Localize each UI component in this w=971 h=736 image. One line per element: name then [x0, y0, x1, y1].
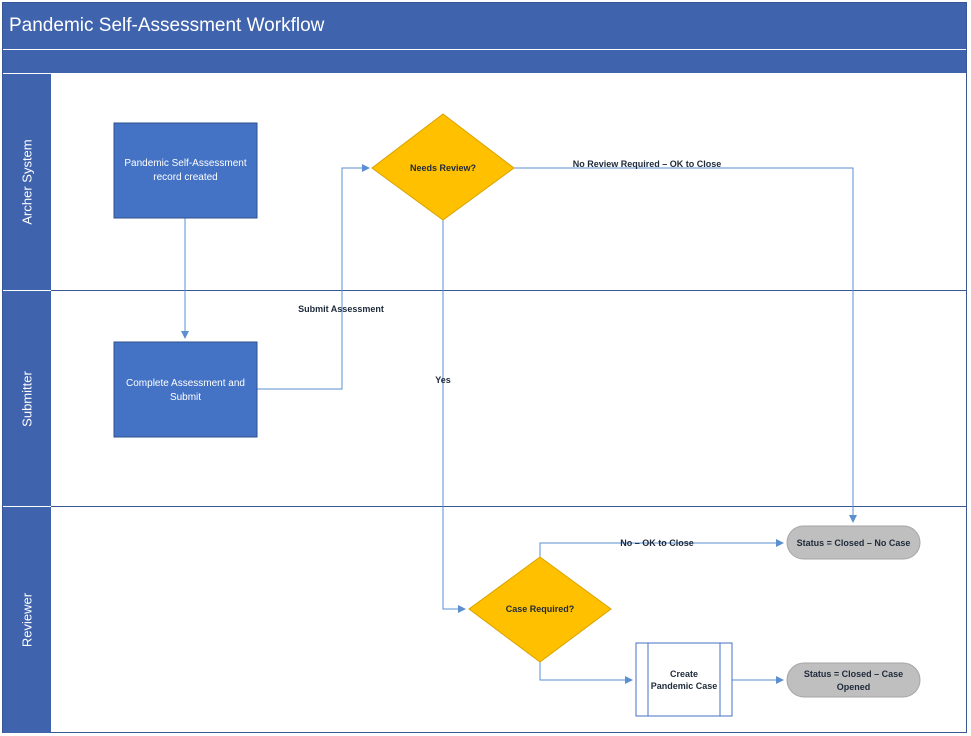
edge-no-review — [514, 167, 857, 523]
header-band — [3, 50, 966, 73]
case-required-text: Case Required? — [506, 604, 575, 614]
edge-submit — [257, 164, 370, 390]
edge-label-submit: Submit Assessment — [298, 304, 384, 314]
process-create-case — [635, 642, 733, 717]
lane-label-submitter: Submitter — [3, 291, 51, 506]
status-no-case-text: Status = Closed – No Case — [797, 538, 911, 548]
complete-assessment-line-1: Complete Assessment and — [126, 378, 245, 389]
complete-assessment-line-2: Submit — [170, 392, 201, 403]
edge-no-ok-close — [539, 539, 784, 557]
title-bar: Pandemic Self-Assessment Workflow — [3, 3, 966, 49]
lane-label-reviewer: Reviewer — [3, 507, 51, 733]
record-created-line-2: record created — [153, 172, 217, 183]
edge-label-no-ok-close: No – OK to Close — [620, 538, 694, 548]
edge-yes — [442, 220, 466, 613]
terminal-status-case-opened — [786, 662, 921, 698]
record-created-line-1: Pandemic Self-Assessment — [124, 158, 246, 169]
decision-needs-review — [371, 113, 515, 221]
needs-review-text: Needs Review? — [410, 163, 476, 173]
decision-case-required — [468, 556, 612, 663]
status-case-opened-line-1: Status = Closed – Case — [804, 669, 903, 679]
edge-label-yes: Yes — [435, 375, 451, 385]
status-case-opened-line-2: Opened — [837, 682, 871, 692]
edge-to-create-case — [539, 662, 633, 684]
terminal-status-no-case — [786, 525, 921, 560]
edge-label-no-review: No Review Required – OK to Close — [573, 159, 722, 169]
page-title: Pandemic Self-Assessment Workflow — [9, 15, 325, 36]
process-record-created — [113, 122, 258, 219]
lane-label-archer-system: Archer System — [3, 74, 51, 290]
process-complete-assessment — [113, 341, 258, 438]
create-case-line-1: Create — [670, 669, 698, 679]
create-case-line-2: Pandemic Case — [651, 681, 718, 691]
